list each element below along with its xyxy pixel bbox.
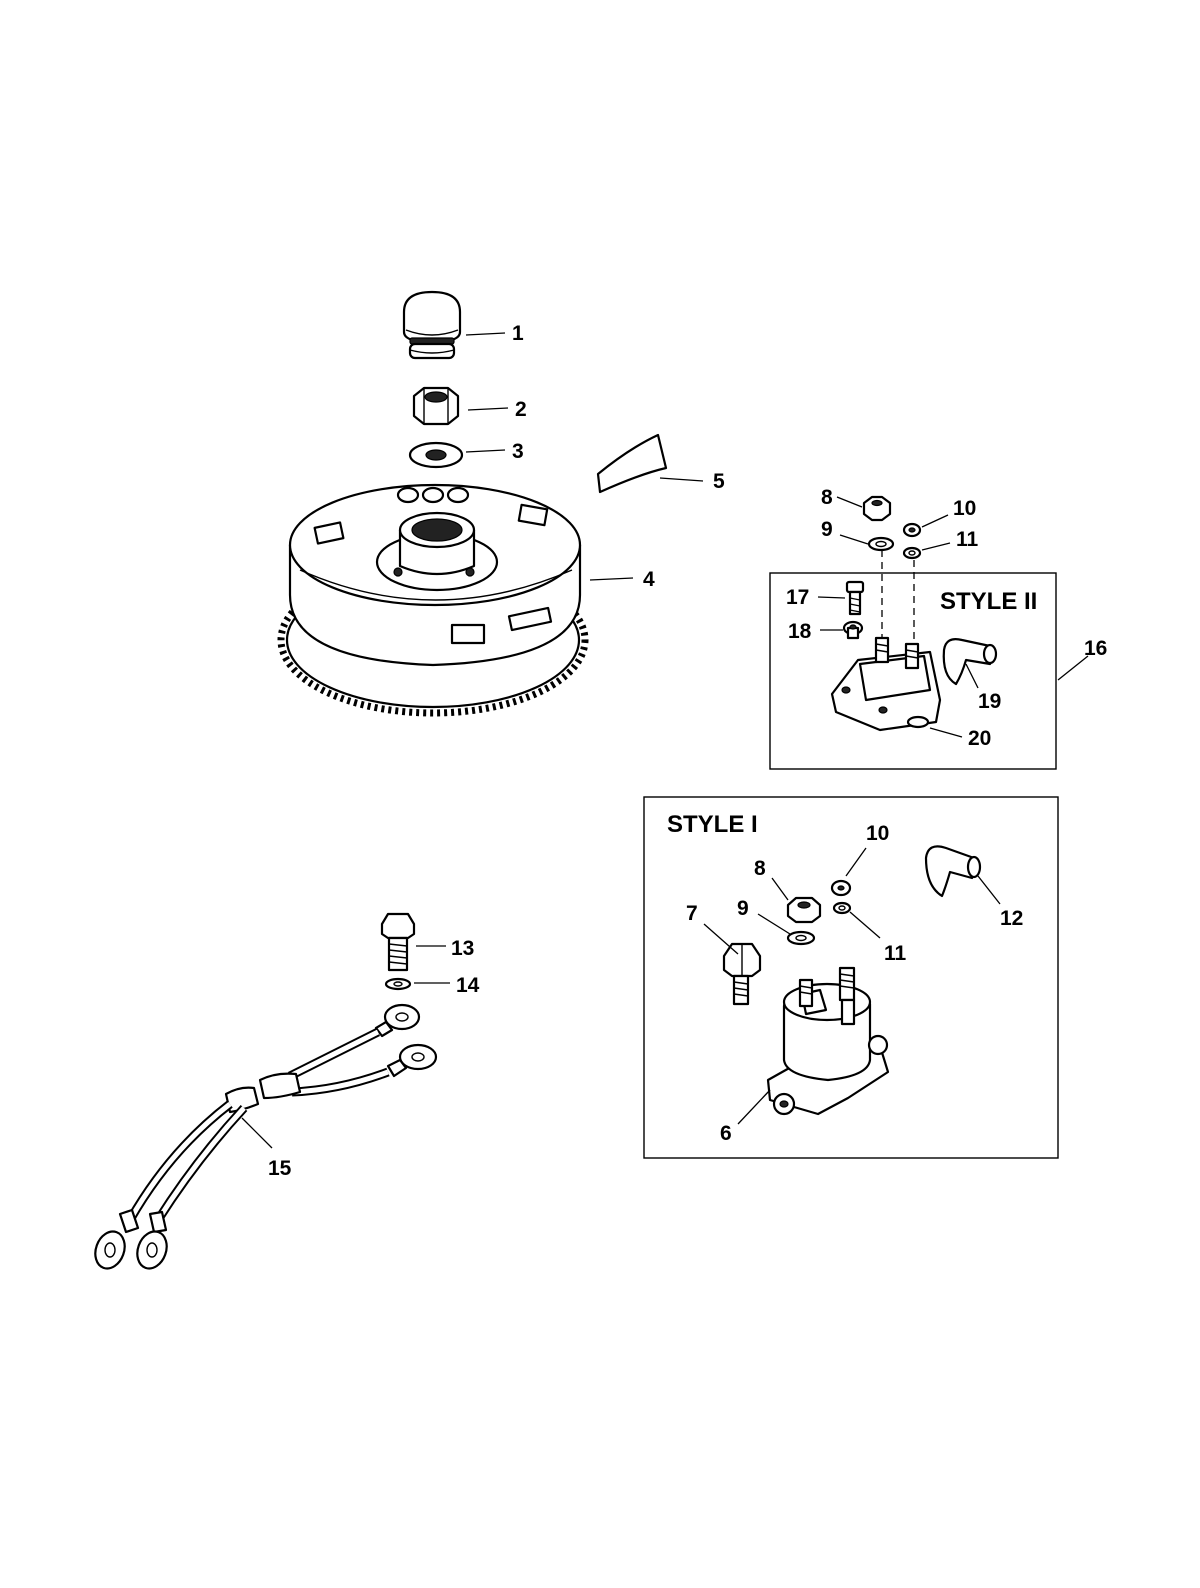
- part-3-washer: [408, 441, 464, 469]
- callout-2: 2: [515, 398, 527, 421]
- callout-14: 14: [456, 974, 480, 997]
- part-4-flywheel: [277, 483, 589, 717]
- callout-12: 12: [1000, 907, 1023, 930]
- style-i-group: STYLE I: [643, 796, 1059, 1159]
- part-19-boot: [942, 638, 998, 686]
- callout-11-style-i: 11: [884, 942, 907, 965]
- callout-16: 16: [1084, 637, 1107, 660]
- callout-17: 17: [786, 586, 809, 609]
- callout-4: 4: [643, 568, 655, 591]
- callout-9-style-i: 9: [737, 897, 749, 920]
- style-ii-group: STYLE II: [769, 486, 1107, 770]
- part-20-solenoid: [830, 636, 942, 732]
- callout-10-style-ii: 10: [953, 497, 976, 520]
- part-6-solenoid: [766, 966, 890, 1116]
- style-i-box: [643, 796, 1059, 1159]
- part-2-nut: [412, 386, 460, 426]
- part-12-boot: [924, 845, 982, 898]
- callout-11-style-ii: 11: [956, 528, 979, 551]
- part-15-cable: [94, 1003, 438, 1270]
- callout-10-style-i: 10: [866, 822, 889, 845]
- callout-15: 15: [268, 1157, 292, 1180]
- callout-8-style-ii: 8: [821, 486, 833, 509]
- callout-3: 3: [512, 440, 524, 463]
- style-ii-box: [769, 572, 1057, 770]
- part-5-key: [596, 433, 668, 494]
- part-11-lockwasher-style-i: [832, 901, 852, 915]
- callout-7: 7: [686, 902, 698, 925]
- callout-19: 19: [978, 690, 1001, 713]
- callout-13: 13: [451, 937, 474, 960]
- part-8-nut: [862, 495, 892, 522]
- callout-18: 18: [788, 620, 812, 643]
- part-7-bolt: [722, 942, 762, 1006]
- part-13-bolt: [380, 912, 416, 972]
- part-1-cap: [402, 290, 462, 360]
- part-14-lockwasher: [384, 977, 412, 991]
- callout-8-style-i: 8: [754, 857, 766, 880]
- part-8-nut-style-i: [786, 896, 822, 924]
- callout-20: 20: [968, 727, 991, 750]
- part-11-lockwasher: [902, 546, 922, 560]
- callout-1: 1: [512, 322, 524, 345]
- callout-9-style-ii: 9: [821, 518, 833, 541]
- style-i-title: STYLE I: [667, 811, 758, 838]
- callout-6: 6: [720, 1122, 732, 1145]
- style-ii-title: STYLE II: [940, 588, 1037, 615]
- callout-5: 5: [713, 470, 725, 493]
- part-18-grommet: [842, 620, 864, 640]
- part-9-lockwasher-style-i: [786, 930, 816, 946]
- part-17-screw: [845, 580, 865, 616]
- cable-group: 13 14 15: [94, 912, 480, 1270]
- part-9-lockwasher: [867, 536, 895, 552]
